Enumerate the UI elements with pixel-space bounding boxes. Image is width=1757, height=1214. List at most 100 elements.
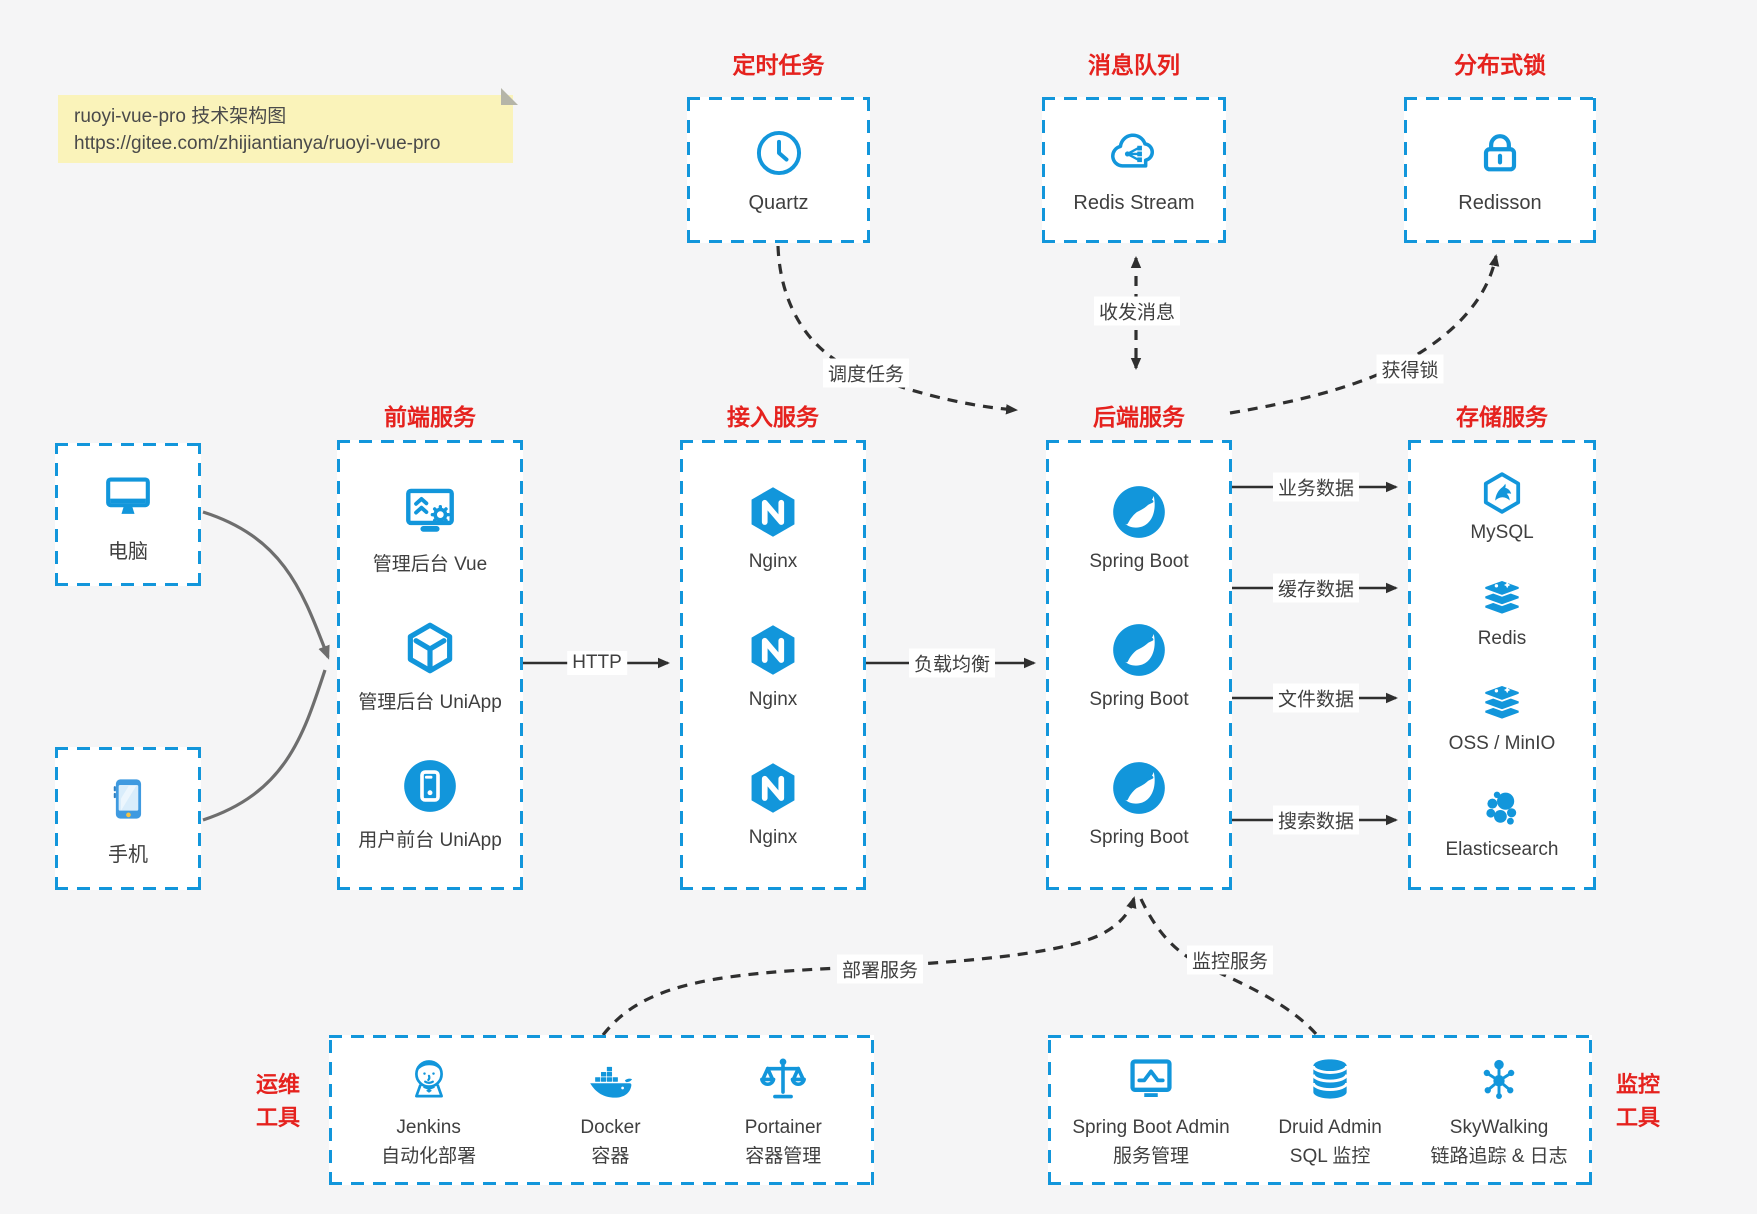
access-item-nginx-1: Nginx [742, 481, 804, 573]
ops-tools-box: Jenkins 自动化部署 Docker 容器 Portainer 容器管理 [329, 1035, 874, 1185]
access-item-nginx-3: Nginx [742, 757, 804, 849]
monitor-item-spring-boot-admin: Spring Boot Admin 服务管理 [1072, 1052, 1230, 1170]
storage-item-redis: Redis [1477, 575, 1527, 650]
frontend-item-admin-uniapp: 管理后台 UniApp [358, 617, 502, 714]
desktop-label: 电脑 [108, 540, 148, 563]
smartphone-icon [100, 771, 156, 827]
ops-item-docker: Docker 容器 [580, 1052, 641, 1170]
edge-label-load-balance: 负载均衡 [908, 648, 996, 678]
note-line-title: ruoyi-vue-pro 技术架构图 [74, 106, 287, 127]
ops-tools-side-label: 运维 工具 [240, 1068, 316, 1134]
quartz-label: Quartz [748, 192, 809, 214]
elasticsearch-icon [1478, 786, 1526, 834]
monitor-item-druid: Druid Admin SQL 监控 [1278, 1052, 1382, 1170]
admin-vue-icon [399, 479, 461, 541]
spring-boot-admin-icon [1124, 1052, 1178, 1106]
edge-label-monitor-service: 监控服务 [1186, 945, 1274, 975]
note-line-url: https://gitee.com/zhijiantianya/ruoyi-vu… [74, 133, 441, 154]
docker-icon [583, 1052, 637, 1106]
monitor-item-desc: SQL 监控 [1289, 1146, 1371, 1167]
uniapp-cube-icon [399, 617, 461, 679]
monitor-item-desc: 服务管理 [1112, 1146, 1189, 1167]
edge-label-file-data: 文件数据 [1272, 683, 1360, 713]
mysql-icon [1478, 469, 1526, 517]
ops-item-portainer: Portainer 容器管理 [745, 1052, 822, 1170]
storage-item-elasticsearch: Elasticsearch [1446, 786, 1559, 861]
frontend-item-label: 管理后台 UniApp [358, 691, 502, 713]
storage-services-box: MySQL Redis OSS / MinIO Elasticsearch [1408, 440, 1596, 890]
backend-item-spring-boot-3: Spring Boot [1089, 757, 1189, 849]
frontend-item-label: 用户前台 UniApp [358, 829, 502, 851]
edge-desktop-to-frontend [202, 510, 330, 660]
storage-item-label: Redis [1477, 627, 1527, 649]
edge-label-business-data: 业务数据 [1272, 472, 1360, 502]
ops-item-name: Jenkins [396, 1117, 461, 1138]
access-item-nginx-2: Nginx [742, 619, 804, 711]
storage-item-label: MySQL [1470, 522, 1534, 544]
edge-phone-to-frontend [202, 669, 327, 822]
storage-item-label: Elasticsearch [1445, 838, 1559, 860]
redis-stack-icon [1478, 680, 1526, 728]
nginx-icon [742, 481, 804, 543]
section-title-storage: 存储服务 [1456, 404, 1548, 430]
phone-label: 手机 [108, 843, 148, 866]
ops-item-desc: 容器 [591, 1146, 630, 1167]
access-item-label: Nginx [748, 827, 798, 848]
redis-stream-label: Redis Stream [1073, 192, 1195, 214]
title-note: ruoyi-vue-pro 技术架构图 https://gitee.com/zh… [58, 88, 518, 163]
monitor-item-name: Spring Boot Admin [1072, 1117, 1230, 1138]
nginx-icon [742, 619, 804, 681]
section-title-message-queue: 消息队列 [1088, 52, 1180, 78]
ops-item-name: Portainer [744, 1117, 822, 1138]
jenkins-icon [402, 1052, 456, 1106]
ops-tools-label-line2: 工具 [255, 1105, 300, 1130]
quartz-box: Quartz [687, 97, 870, 243]
edge-label-schedule-task: 调度任务 [822, 358, 910, 388]
section-title-frontend: 前端服务 [384, 404, 476, 430]
storage-item-mysql: MySQL [1470, 469, 1534, 544]
cloud-stream-icon [1106, 125, 1162, 181]
backend-item-label: Spring Boot [1089, 551, 1189, 572]
ops-item-jenkins: Jenkins 自动化部署 [381, 1052, 476, 1170]
spring-boot-icon [1108, 481, 1170, 543]
backend-item-label: Spring Boot [1089, 689, 1189, 710]
monitor-tools-box: Spring Boot Admin 服务管理 Druid Admin SQL 监… [1048, 1035, 1592, 1185]
edge-label-search-data: 搜索数据 [1272, 805, 1360, 835]
monitor-item-name: SkyWalking [1449, 1117, 1549, 1138]
clock-icon [751, 125, 807, 181]
redisson-box: Redisson [1404, 97, 1596, 243]
storage-item-label: OSS / MinIO [1448, 733, 1556, 755]
monitor-tools-label-line1: 监控 [1615, 1072, 1660, 1097]
edge-label-send-receive-message: 收发消息 [1093, 296, 1181, 326]
druid-icon [1303, 1052, 1357, 1106]
lock-icon [1472, 125, 1528, 181]
frontend-services-box: 管理后台 Vue 管理后台 UniApp 用户前台 UniApp [337, 440, 523, 890]
ops-item-name: Docker [580, 1117, 641, 1138]
frontend-item-label: 管理后台 Vue [372, 553, 488, 575]
portainer-icon [756, 1052, 810, 1106]
redis-stack-icon [1478, 575, 1526, 623]
edge-deploy-service-curve [601, 896, 1137, 1036]
monitor-item-skywalking: SkyWalking 链路追踪 & 日志 [1430, 1052, 1568, 1170]
frontend-item-admin-vue: 管理后台 Vue [373, 479, 487, 576]
backend-item-spring-boot-1: Spring Boot [1089, 481, 1189, 573]
desktop-icon [99, 466, 157, 524]
edge-label-cache-data: 缓存数据 [1272, 573, 1360, 603]
nginx-icon [742, 757, 804, 819]
edge-label-deploy-service: 部署服务 [836, 954, 924, 984]
monitor-item-desc: 链路追踪 & 日志 [1430, 1146, 1568, 1167]
ops-tools-label-line1: 运维 [255, 1072, 300, 1097]
access-item-label: Nginx [748, 689, 798, 710]
skywalking-icon [1472, 1052, 1526, 1106]
section-title-backend: 后端服务 [1093, 404, 1185, 430]
edge-label-acquire-lock: 获得锁 [1376, 354, 1444, 384]
section-title-access: 接入服务 [727, 404, 819, 430]
spring-boot-icon [1108, 619, 1170, 681]
backend-item-spring-boot-2: Spring Boot [1089, 619, 1189, 711]
phone-client-box: 手机 [55, 747, 201, 890]
backend-item-label: Spring Boot [1089, 827, 1189, 848]
access-item-label: Nginx [748, 551, 798, 572]
monitor-tools-side-label: 监控 工具 [1600, 1068, 1676, 1134]
frontend-item-user-uniapp: 用户前台 UniApp [358, 755, 502, 852]
